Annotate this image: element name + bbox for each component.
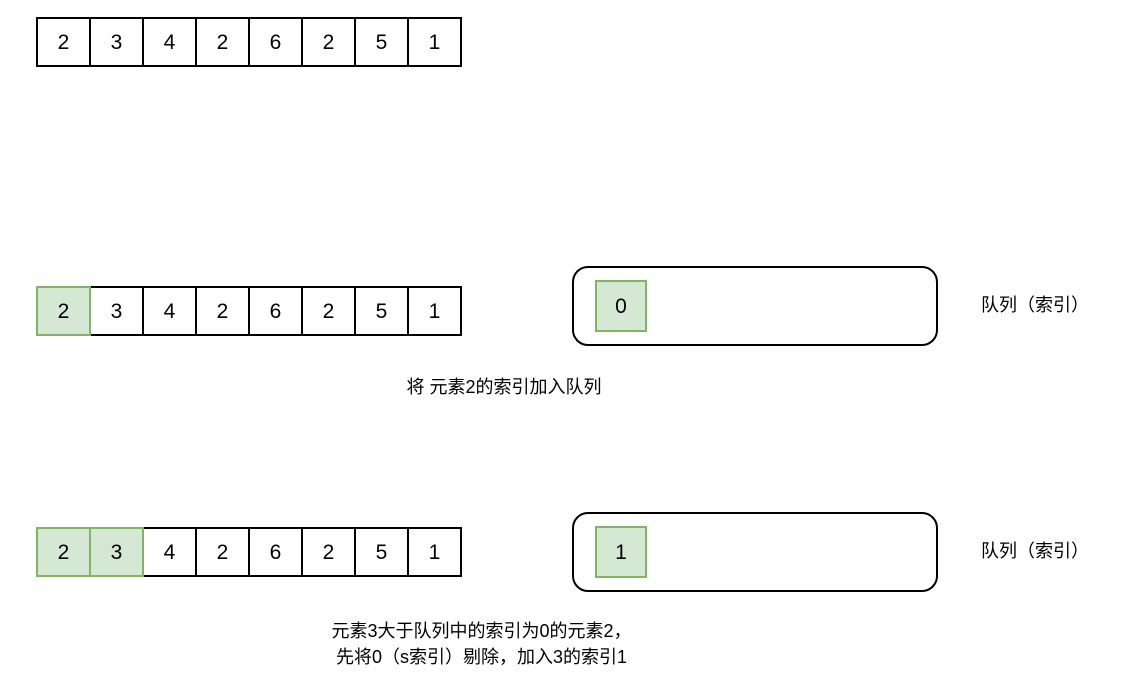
array-cell: 3 bbox=[89, 286, 144, 336]
array-cell: 1 bbox=[407, 286, 462, 336]
array-cell-highlighted: 3 bbox=[89, 527, 144, 577]
array-cell: 1 bbox=[407, 17, 462, 67]
queue-item: 1 bbox=[595, 526, 647, 578]
array-cell: 2 bbox=[301, 527, 356, 577]
caption-step-2: 元素3大于队列中的索引为0的元素2， 先将0（s索引）剔除，加入3的索引1 bbox=[0, 618, 963, 670]
array-cell-highlighted: 2 bbox=[36, 286, 91, 336]
queue-label-step-2: 队列（索引） bbox=[981, 541, 1089, 561]
queue-item: 0 bbox=[595, 280, 647, 332]
array-cell: 2 bbox=[195, 286, 250, 336]
array-cell: 2 bbox=[195, 527, 250, 577]
array-cell: 5 bbox=[354, 527, 409, 577]
array-cell: 2 bbox=[301, 17, 356, 67]
array-cell: 6 bbox=[248, 286, 303, 336]
array-row-step-2: 2 3 4 2 6 2 5 1 bbox=[36, 527, 462, 577]
caption-line: 将 元素2的索引加入队列 bbox=[406, 377, 602, 397]
array-cell: 2 bbox=[301, 286, 356, 336]
queue-box-step-1: 0 bbox=[572, 266, 938, 346]
array-cell: 5 bbox=[354, 286, 409, 336]
array-cell: 4 bbox=[142, 286, 197, 336]
array-cell: 6 bbox=[248, 17, 303, 67]
array-cell: 5 bbox=[354, 17, 409, 67]
array-cell: 2 bbox=[36, 17, 91, 67]
array-cell: 2 bbox=[195, 17, 250, 67]
caption-line: 先将0（s索引）剔除，加入3的索引1 bbox=[335, 647, 628, 668]
array-cell: 4 bbox=[142, 527, 197, 577]
caption-line: 元素3大于队列中的索引为0的元素2， bbox=[331, 621, 632, 641]
array-cell: 4 bbox=[142, 17, 197, 67]
array-cell: 1 bbox=[407, 527, 462, 577]
queue-box-step-2: 1 bbox=[572, 512, 938, 592]
array-row-initial: 2 3 4 2 6 2 5 1 bbox=[36, 17, 462, 67]
array-row-step-1: 2 3 4 2 6 2 5 1 bbox=[36, 286, 462, 336]
array-cell: 3 bbox=[89, 17, 144, 67]
array-cell-highlighted: 2 bbox=[36, 527, 91, 577]
queue-label-step-1: 队列（索引） bbox=[981, 295, 1089, 315]
array-cell: 6 bbox=[248, 527, 303, 577]
caption-step-1: 将 元素2的索引加入队列 bbox=[0, 374, 1008, 400]
